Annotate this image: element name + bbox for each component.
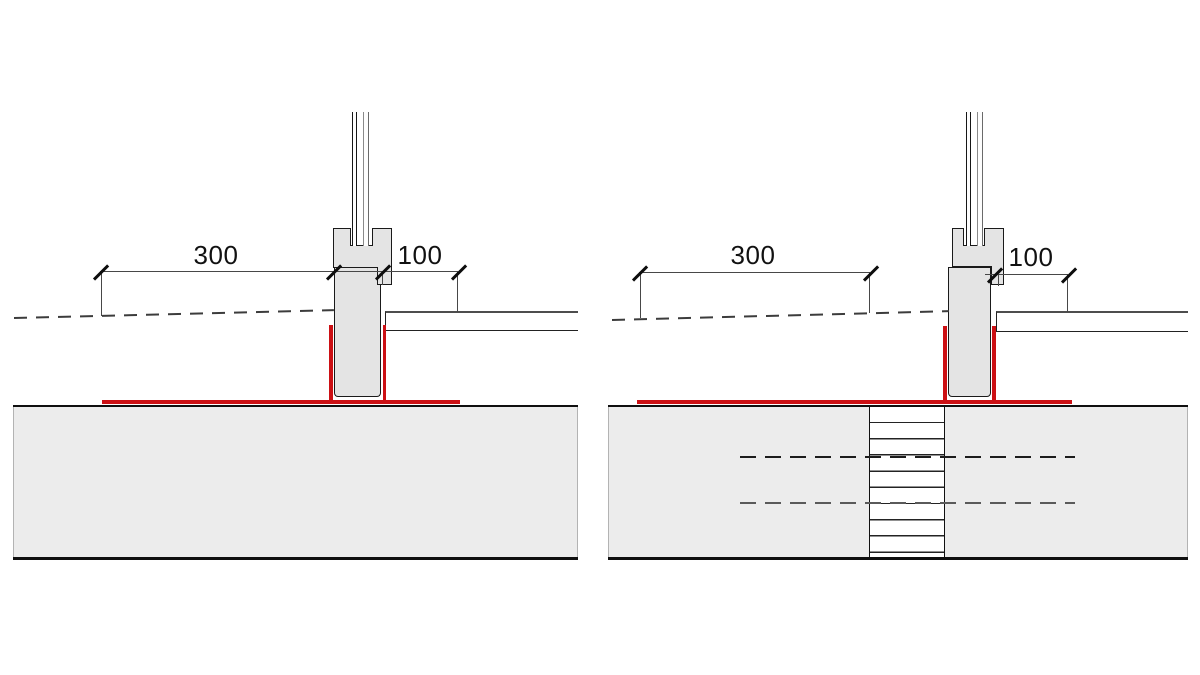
floor-slab	[13, 407, 578, 557]
extension-line	[998, 275, 1000, 286]
screed-surface-dashed-line	[611, 310, 949, 321]
dimension-line	[985, 274, 1068, 276]
screed-surface-dashed-line	[13, 309, 334, 319]
extension-line	[457, 272, 459, 312]
membrane-leg-right	[992, 326, 996, 404]
adjacent-floor-band	[996, 311, 1188, 332]
dimension-label-300: 300	[193, 240, 239, 270]
rebar-dashed-line-upper	[740, 456, 1075, 459]
glass-pane-inner	[363, 112, 369, 246]
slab-bottom-line	[608, 557, 1188, 560]
extension-line	[640, 273, 642, 318]
slab-bottom-line	[13, 557, 578, 560]
slab-top-line	[13, 404, 578, 408]
extension-line	[869, 273, 871, 313]
dimension-line	[639, 272, 870, 274]
glass-pane-outer	[966, 112, 971, 246]
thermal-break-hatch	[869, 407, 945, 557]
glass-pane-outer	[352, 112, 357, 246]
dimension-label-300: 300	[730, 240, 776, 270]
adjacent-floor-band	[385, 311, 578, 331]
rebar-dashed-line-lower	[740, 502, 1075, 505]
membrane-leg-right	[382, 325, 387, 404]
frame-upstand	[334, 268, 381, 397]
dimension-label-100: 100	[397, 240, 443, 270]
frame-upstand	[948, 267, 991, 397]
dimension-label-100: 100	[1008, 242, 1054, 272]
glass-pane-inner	[977, 112, 983, 246]
membrane-horizontal	[637, 400, 1072, 404]
membrane-leg-left	[943, 326, 947, 404]
extension-line	[1067, 275, 1069, 312]
slab-top-line	[608, 404, 1188, 408]
dimension-line	[100, 271, 458, 273]
membrane-horizontal	[102, 400, 460, 404]
extension-line	[382, 272, 384, 285]
membrane-leg-left	[329, 325, 333, 404]
extension-line	[101, 272, 103, 316]
